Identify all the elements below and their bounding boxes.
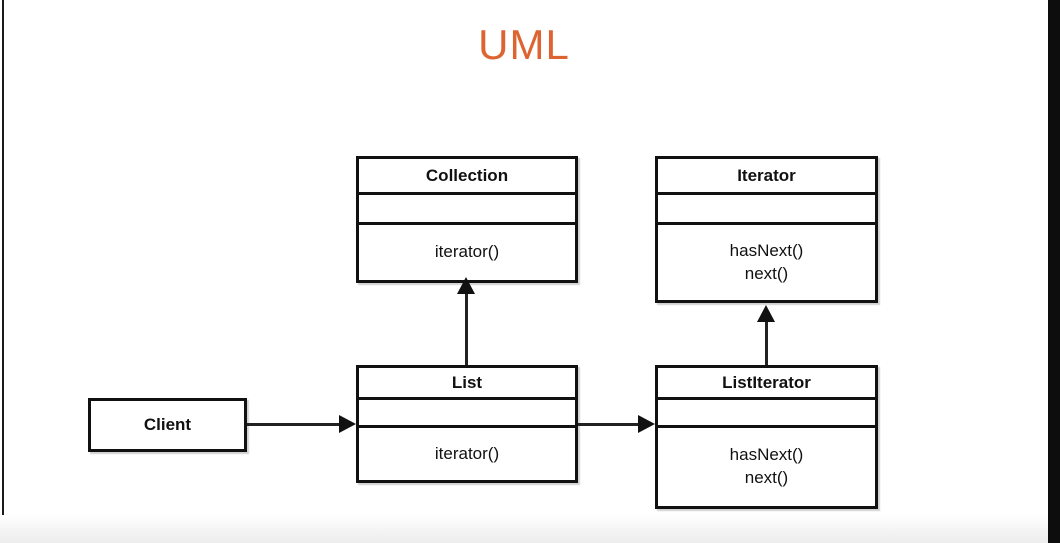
connector-list-to-collection-line (465, 292, 468, 365)
uml-class-iterator-attributes (658, 195, 875, 225)
right-letterbox-band (1048, 0, 1060, 543)
uml-class-collection-name: Collection (359, 159, 575, 195)
uml-class-iterator-operations: hasNext() next() (658, 225, 875, 300)
uml-class-list-attributes (359, 400, 575, 428)
connector-list-to-collection-arrowhead (457, 277, 475, 294)
uml-operation: next() (744, 468, 789, 487)
uml-class-listiterator-attributes (658, 400, 875, 428)
uml-class-listiterator-name: ListIterator (658, 368, 875, 400)
connector-list-to-listiterator-line (578, 423, 640, 426)
uml-class-iterator-name: Iterator (658, 159, 875, 195)
uml-operation: iterator() (434, 443, 500, 463)
connector-listiterator-to-iterator-line (765, 320, 768, 365)
uml-class-collection-attributes (359, 195, 575, 225)
left-frame-edge (2, 0, 4, 543)
connector-list-to-listiterator-arrowhead (638, 415, 655, 433)
uml-class-iterator: Iterator hasNext() next() (655, 156, 878, 303)
uml-class-list-name: List (359, 368, 575, 400)
uml-class-list: List iterator() (356, 365, 578, 483)
uml-class-list-operations: iterator() (359, 428, 575, 480)
page-title: UML (478, 21, 570, 68)
uml-class-collection: Collection iterator() (356, 156, 578, 283)
connector-listiterator-to-iterator-arrowhead (757, 305, 775, 322)
uml-class-listiterator-operations: hasNext() next() (658, 428, 875, 506)
uml-operation: iterator() (434, 242, 500, 262)
connector-client-to-list-line (247, 423, 340, 426)
uml-class-listiterator: ListIterator hasNext() next() (655, 365, 878, 509)
uml-operation: hasNext() (729, 445, 804, 465)
uml-operation: next() (744, 263, 789, 283)
uml-class-collection-operations: iterator() (359, 225, 575, 280)
uml-operation: hasNext() (729, 240, 804, 260)
bottom-fade-band (0, 515, 1048, 543)
uml-class-client: Client (88, 398, 247, 452)
connector-client-to-list-arrowhead (339, 415, 356, 433)
